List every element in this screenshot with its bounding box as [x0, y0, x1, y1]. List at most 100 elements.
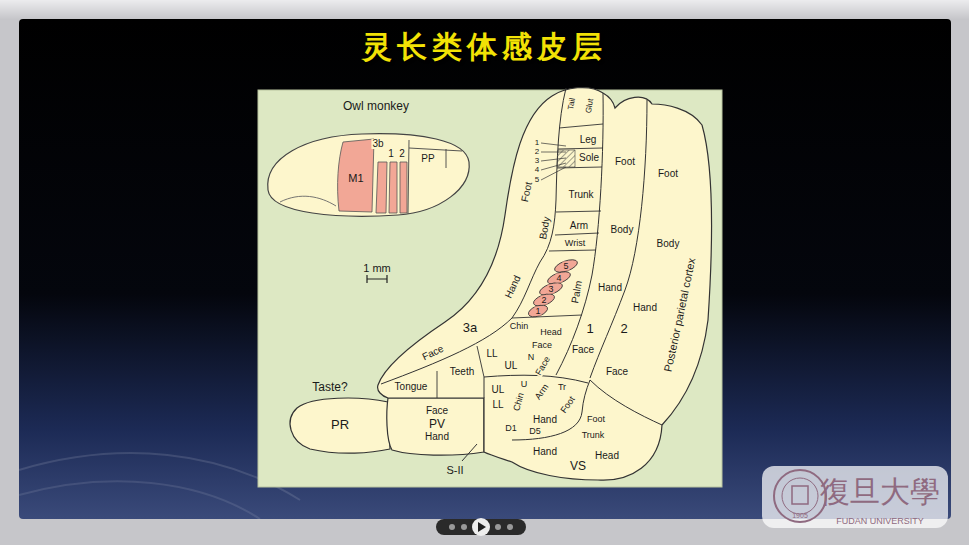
brain-map: 3b12PP M1: [266, 128, 476, 220]
scale-label: 1 mm: [362, 263, 392, 274]
note-label: Taste?: [311, 381, 348, 393]
decor-arc: [19, 481, 260, 519]
region-label: Hand: [424, 432, 450, 442]
pr-outline: [290, 398, 390, 453]
toe-number: 2: [534, 148, 540, 156]
brain-boundary: [408, 140, 462, 214]
play-icon: [478, 522, 486, 532]
region-label: Tr: [557, 383, 567, 392]
region-label: Sole: [578, 153, 600, 163]
watermark: 1905: [792, 512, 808, 519]
toe-number: 1: [534, 139, 540, 147]
region-label: D1: [504, 424, 518, 433]
area-strip: [376, 162, 387, 213]
pv-outline: [387, 398, 484, 455]
region-label: Tail: [567, 96, 577, 111]
region-label: D5: [528, 427, 542, 436]
region-label: Face: [571, 345, 595, 355]
region-label: Trunk: [567, 190, 594, 200]
region-label: Hand: [532, 447, 558, 457]
player-dot: [507, 524, 513, 530]
watermark-ground: [762, 466, 948, 528]
slide-title: 灵长类体感皮层: [362, 32, 607, 62]
watermark: 復旦大學: [820, 477, 940, 507]
zone-divider: [437, 315, 582, 398]
leader-line: [462, 444, 477, 461]
player-dot: [449, 524, 455, 530]
logo-emblem: [792, 486, 808, 504]
region-label: Glut: [585, 97, 596, 115]
region-label: 1: [387, 149, 395, 159]
region-label: Face: [420, 343, 446, 362]
sulcus: [280, 196, 336, 206]
region-label: Arm: [533, 382, 551, 402]
region-label: Hand: [597, 283, 623, 293]
slide-ground: [19, 19, 951, 519]
region-label: LL: [485, 349, 498, 359]
region-label: Hand: [532, 415, 558, 425]
area-s2: ULLLUChinArmTrFootHandD1D5S-II: [440, 374, 590, 480]
region-label: Face: [531, 341, 553, 350]
region-label: Hand: [503, 273, 523, 301]
region-label: 2: [398, 149, 406, 159]
region-label: Chin: [512, 391, 526, 413]
toe-number: 4: [534, 166, 540, 174]
region-label: N: [527, 353, 536, 362]
region-label: VS: [569, 460, 587, 472]
region-label: 3b: [371, 139, 384, 149]
player-dot: [461, 524, 467, 530]
region-label: S-II: [445, 465, 464, 476]
region-label: Foot: [520, 180, 534, 204]
region-label: Face: [605, 367, 629, 377]
region-label: Foot: [657, 169, 679, 179]
logo-ring: [774, 470, 826, 522]
scale-bar: [367, 275, 387, 283]
region-label: Tongue: [394, 382, 429, 392]
region-label: Foot: [586, 415, 606, 424]
region-label: Body: [538, 215, 552, 241]
area-2: FootBodyHand2FacePosterior parietal cort…: [586, 96, 716, 396]
region-label: Palm: [570, 279, 584, 305]
region-label: Head: [594, 451, 620, 461]
region-label: Teeth: [449, 367, 475, 377]
region-label: Head: [539, 328, 563, 337]
region-label: Body: [656, 239, 681, 249]
region-label: Leg: [579, 135, 598, 145]
region-label: 3a: [462, 321, 478, 334]
region-label: UL: [504, 361, 519, 371]
region-label: 1: [534, 307, 541, 316]
area-strip: [389, 162, 397, 213]
m1-strip: [338, 139, 374, 212]
region-label: Body: [610, 225, 635, 235]
leader-line: [541, 143, 566, 180]
toe-number: 3: [534, 157, 540, 165]
brain-outline: [268, 134, 469, 217]
top-bar: [0, 0, 969, 20]
region-label: Foot: [559, 394, 578, 416]
area-border: [381, 88, 566, 384]
watermark: FUDAN UNIVERSITY: [836, 517, 924, 526]
region-label: Wrist: [564, 239, 586, 248]
region-label: Foot: [614, 157, 636, 167]
area-strip: [400, 162, 407, 213]
region-label: M1: [347, 173, 364, 184]
player-dot: [495, 524, 501, 530]
region-label: Arm: [569, 221, 589, 231]
zone-divider: [549, 124, 603, 251]
figure-caption: Owl monkey: [342, 100, 410, 112]
area-border: [512, 380, 590, 440]
cortex-outline: [378, 88, 712, 481]
region-label: 5: [562, 262, 569, 271]
region-label: PP: [420, 154, 435, 164]
region-label: LL: [491, 400, 504, 410]
region-label: Hand: [632, 303, 658, 313]
digit-band: [527, 303, 549, 319]
region-label: U: [520, 380, 529, 389]
region-label: Trunk: [581, 431, 606, 440]
area-pr: PR: [287, 396, 395, 456]
region-label: Chin: [509, 322, 530, 331]
region-label: 1: [585, 322, 594, 335]
